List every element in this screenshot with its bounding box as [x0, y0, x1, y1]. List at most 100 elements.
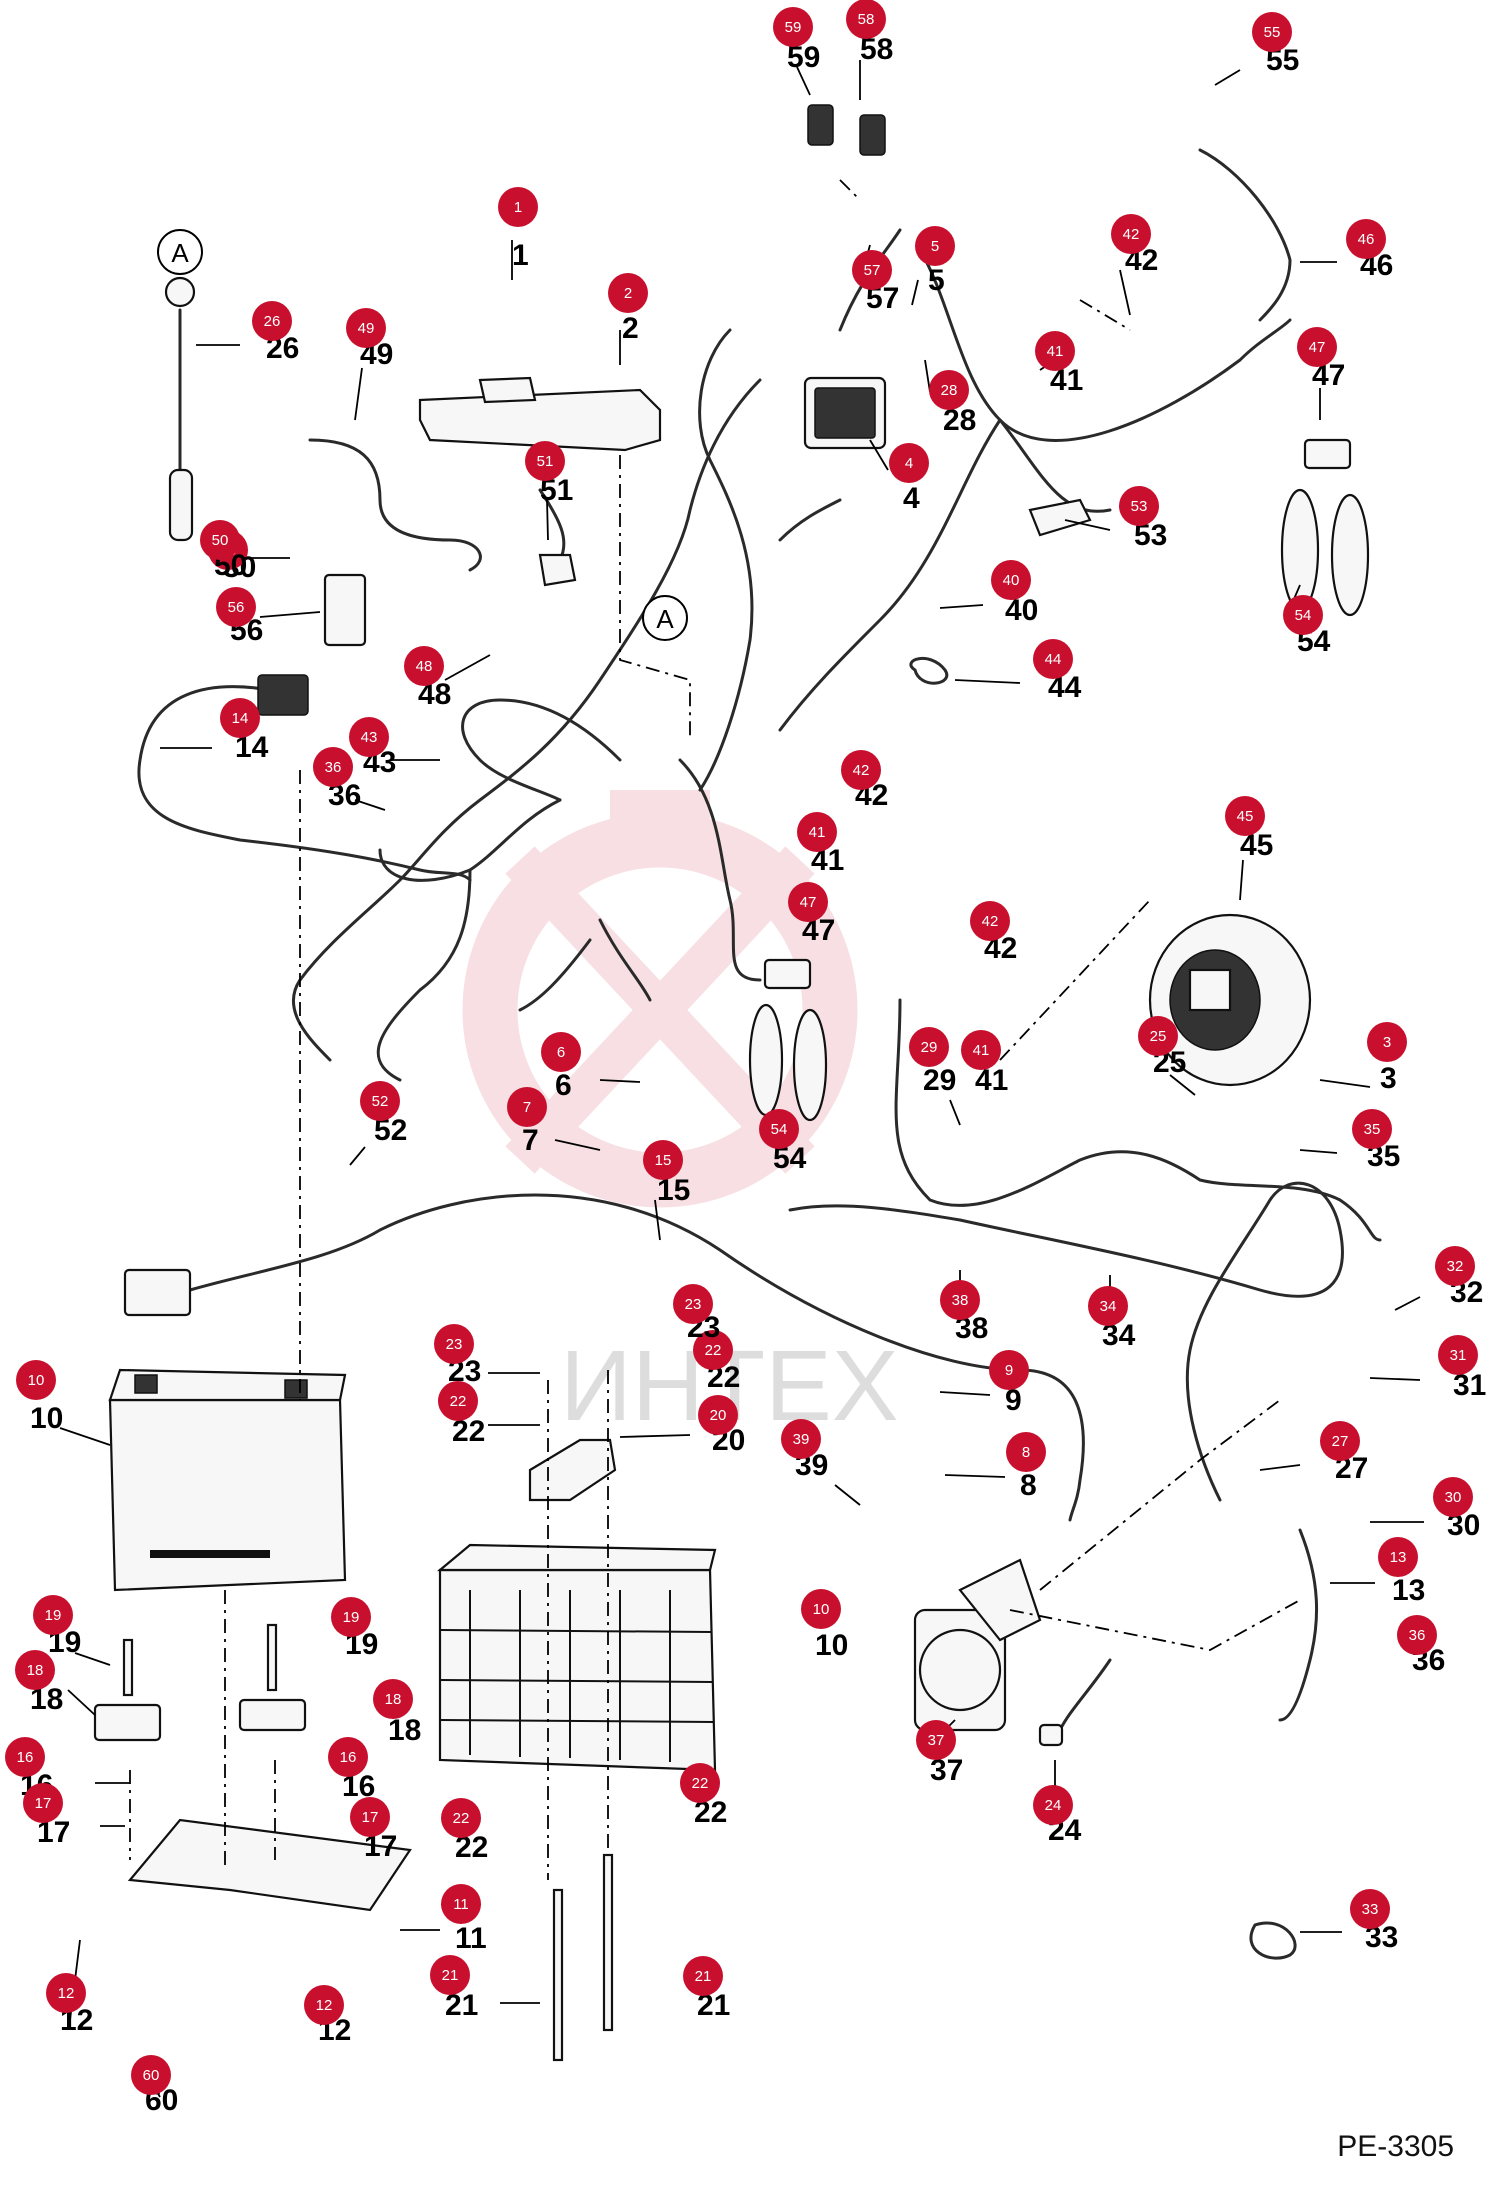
callout-badge-16 — [328, 1737, 368, 1777]
callout-badge-42 — [841, 750, 881, 790]
callout-badge-label-48: 48 — [416, 658, 433, 675]
clip-44 — [909, 656, 949, 685]
callout-badge-28 — [929, 370, 969, 410]
callout-number-1: 1 — [512, 239, 529, 272]
callout-badge-49 — [346, 308, 386, 348]
callout-badge-22 — [693, 1330, 733, 1370]
callout-badge-label-18: 18 — [27, 1662, 44, 1679]
callout-badge-33 — [1350, 1889, 1390, 1929]
callout-badge-60 — [131, 2055, 171, 2095]
callout-badge-label-60: 60 — [143, 2067, 160, 2084]
callout-badge-34 — [1088, 1286, 1128, 1326]
page-code: PE-3305 — [1337, 2130, 1454, 2163]
callout-badge-label-22: 22 — [450, 1393, 467, 1410]
callout-badge-36 — [1397, 1615, 1437, 1655]
callout-badge-23 — [434, 1324, 474, 1364]
callout-badge-46 — [1346, 219, 1386, 259]
callout-badge-label-44: 44 — [1045, 651, 1062, 668]
leader-line-29 — [949, 1099, 961, 1126]
callout-badge-35 — [1352, 1109, 1392, 1149]
callout-badge-label-10: 10 — [813, 1601, 830, 1618]
callout-badge-42 — [1111, 214, 1151, 254]
callout-badge-label-9: 9 — [1005, 1362, 1013, 1379]
callout-badge-label-34: 34 — [1100, 1298, 1117, 1315]
callout-badge-label-6: 6 — [557, 1044, 565, 1061]
alternator — [1148, 913, 1312, 1087]
leader-line-36 — [354, 799, 386, 811]
callout-badge-24 — [1033, 1785, 1073, 1825]
leader-line-28 — [924, 359, 931, 393]
leader-line-8 — [944, 1474, 1006, 1478]
callout-badge-label-51: 51 — [537, 453, 554, 470]
callout-badge-6 — [541, 1032, 581, 1072]
callout-badge-label-56: 56 — [228, 599, 245, 616]
harness-34 — [788, 1181, 1344, 1502]
callout-badge-50 — [200, 520, 240, 560]
bolt-19-left — [122, 1638, 134, 1697]
callout-badge-10 — [16, 1360, 56, 1400]
callout-badge-label-57: 57 — [864, 262, 881, 279]
callout-badge-5 — [915, 226, 955, 266]
leader-line-59 — [796, 66, 811, 96]
block-18-right — [238, 1698, 307, 1732]
callout-badge-59 — [773, 7, 813, 47]
leader-line-56 — [259, 611, 321, 618]
callout-badge-13 — [1378, 1537, 1418, 1577]
callout-badge-label-41: 41 — [809, 824, 826, 841]
callout-number-18: 18 — [388, 1714, 421, 1747]
callout-badge-56 — [216, 587, 256, 627]
callout-badge-label-52: 52 — [372, 1093, 389, 1110]
callout-badge-10 — [801, 1589, 841, 1629]
callout-badge-label-36: 36 — [1409, 1627, 1426, 1644]
callout-badge-51 — [525, 441, 565, 481]
callout-badge-label-54: 54 — [771, 1121, 788, 1138]
callout-badge-37 — [916, 1720, 956, 1760]
view-marker-center: A — [642, 595, 688, 641]
leader-line-4 — [869, 439, 889, 471]
callout-badge-53 — [1119, 486, 1159, 526]
callout-badge-1 — [498, 187, 538, 227]
callout-badge-label-17: 17 — [362, 1809, 379, 1826]
callout-badge-3 — [1367, 1022, 1407, 1062]
callout-number-11: 11 — [455, 1922, 487, 1955]
callout-badge-label-39: 39 — [793, 1431, 810, 1448]
callout-number-10: 10 — [30, 1402, 63, 1435]
callout-badge-label-19: 19 — [343, 1609, 360, 1626]
leader-line-32 — [1394, 1296, 1421, 1311]
callout-number-10: 10 — [815, 1629, 848, 1662]
callout-badge-label-25: 25 — [1150, 1028, 1167, 1045]
callout-badge-label-15: 15 — [655, 1152, 672, 1169]
callout-badge-label-18: 18 — [385, 1691, 402, 1708]
callout-badge-label-49: 49 — [358, 320, 375, 337]
callout-badge-label-58: 58 — [858, 11, 875, 28]
callout-badge-label-1: 1 — [514, 199, 522, 216]
starter-motor — [913, 1558, 1042, 1732]
callout-number-2: 2 — [622, 312, 639, 345]
callout-number-13: 13 — [1392, 1574, 1425, 1607]
leader-line-3 — [1319, 1079, 1371, 1088]
callout-badge-label-24: 24 — [1045, 1797, 1062, 1814]
view-marker-top: A — [157, 229, 203, 275]
battery-center — [436, 1543, 717, 1772]
fuse-box-cover — [418, 376, 662, 452]
callout-badge-label-41: 41 — [973, 1042, 990, 1059]
cable-ties-54-lower — [748, 1003, 828, 1122]
callout-badge-label-35: 35 — [1364, 1121, 1381, 1138]
callout-badge-label-16: 16 — [340, 1749, 357, 1766]
callout-badge-54 — [759, 1109, 799, 1149]
callout-badge-label-8: 8 — [1022, 1444, 1030, 1461]
callout-badge-label-21: 21 — [695, 1968, 712, 1985]
callout-badge-label-42: 42 — [853, 762, 870, 779]
callout-badge-label-30: 30 — [1445, 1489, 1462, 1506]
callout-number-5: 5 — [928, 264, 945, 297]
callout-badge-54 — [1283, 595, 1323, 635]
cable-ties-54-upper — [1280, 488, 1370, 617]
callout-badge-label-11: 11 — [453, 1896, 469, 1913]
callout-badge-label-12: 12 — [58, 1985, 75, 2002]
sending-unit — [164, 276, 196, 542]
callout-badge-15 — [643, 1140, 683, 1180]
callout-badge-4 — [889, 443, 929, 483]
callout-badge-label-38: 38 — [952, 1292, 969, 1309]
callout-badge-23 — [673, 1284, 713, 1324]
